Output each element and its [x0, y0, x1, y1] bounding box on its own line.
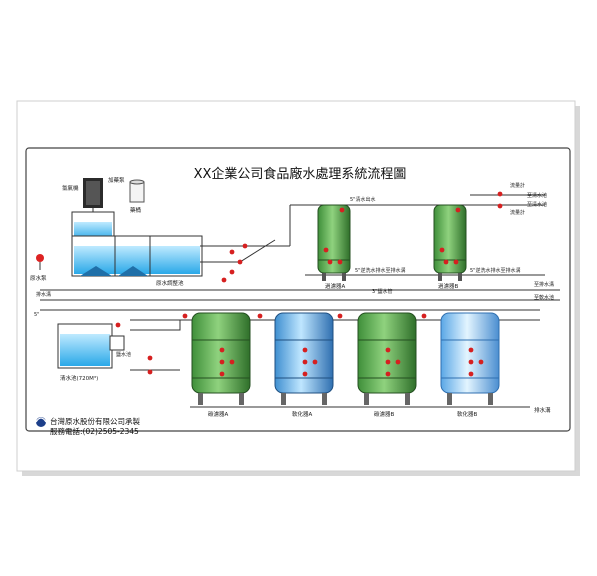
- label-size-5: 5": [34, 312, 39, 318]
- label-to-softener: 至軟水池: [534, 294, 554, 301]
- label-raw-tank: 原水調整池: [156, 279, 184, 287]
- footer-company: 台灣原水股份有限公司承製: [50, 416, 140, 426]
- label-softener-a: 軟化器A: [292, 410, 313, 418]
- label-pipe-3: 3"鹽水管: [372, 288, 392, 295]
- clear-water-pool: [57, 323, 125, 369]
- label-chlorine: 氯氣機: [62, 184, 79, 192]
- diagram-title: XX企業公司食品廠水處理系統流程圖: [194, 166, 407, 182]
- label-raw-pump: 原水泵: [30, 274, 47, 282]
- valve-markers: [115, 191, 503, 377]
- label-to-clear-2: 至清水池: [527, 201, 547, 208]
- softener-b: [440, 312, 500, 405]
- label-drain-bottom: 排水溝: [534, 406, 551, 414]
- carbon-filter-a: [191, 312, 251, 405]
- label-to-clear-1: 至清水池: [527, 192, 547, 199]
- label-backwash-b: 5"逆洗水排水至排水溝: [470, 267, 520, 274]
- label-drain-left: 排水溝: [36, 291, 51, 298]
- raw-pump-icon: [36, 254, 44, 270]
- label-dose-tank: 藥桶: [130, 206, 142, 214]
- label-carbon-a: 碳濾器A: [208, 410, 229, 418]
- label-backwash-a: 5"逆洗水排水至排水溝: [355, 267, 405, 274]
- label-flow-meter-2: 流量計: [510, 209, 525, 216]
- label-softener-b: 軟化器B: [457, 410, 478, 418]
- label-salt: 鹽水池: [116, 351, 131, 358]
- softener-a: [274, 312, 334, 405]
- label-flow-meter-1: 流量計: [510, 182, 525, 189]
- label-sand-filter-a: 過濾器A: [325, 282, 346, 290]
- diagram-border: [25, 147, 571, 432]
- carbon-filter-b: [357, 312, 417, 405]
- sedimentation-tank: [71, 211, 203, 277]
- footer-phone: 服務電話:(02)2505-2345: [50, 426, 139, 436]
- sand-filter-a: [317, 204, 351, 281]
- label-dose-pump: 加藥泵: [108, 176, 125, 184]
- sand-filter-b: [433, 204, 467, 281]
- label-drain-top: 至排水溝: [534, 281, 554, 288]
- label-clear-tank: 清水池(720M³): [60, 374, 98, 382]
- label-sand-filter-b: 過濾器B: [438, 282, 459, 290]
- label-pipe-5: 5"清水出水: [350, 196, 375, 203]
- dosing-tank: [129, 179, 145, 203]
- company-logo-icon: [35, 417, 47, 427]
- label-carbon-b: 碳濾器B: [374, 410, 395, 418]
- card: [16, 100, 576, 472]
